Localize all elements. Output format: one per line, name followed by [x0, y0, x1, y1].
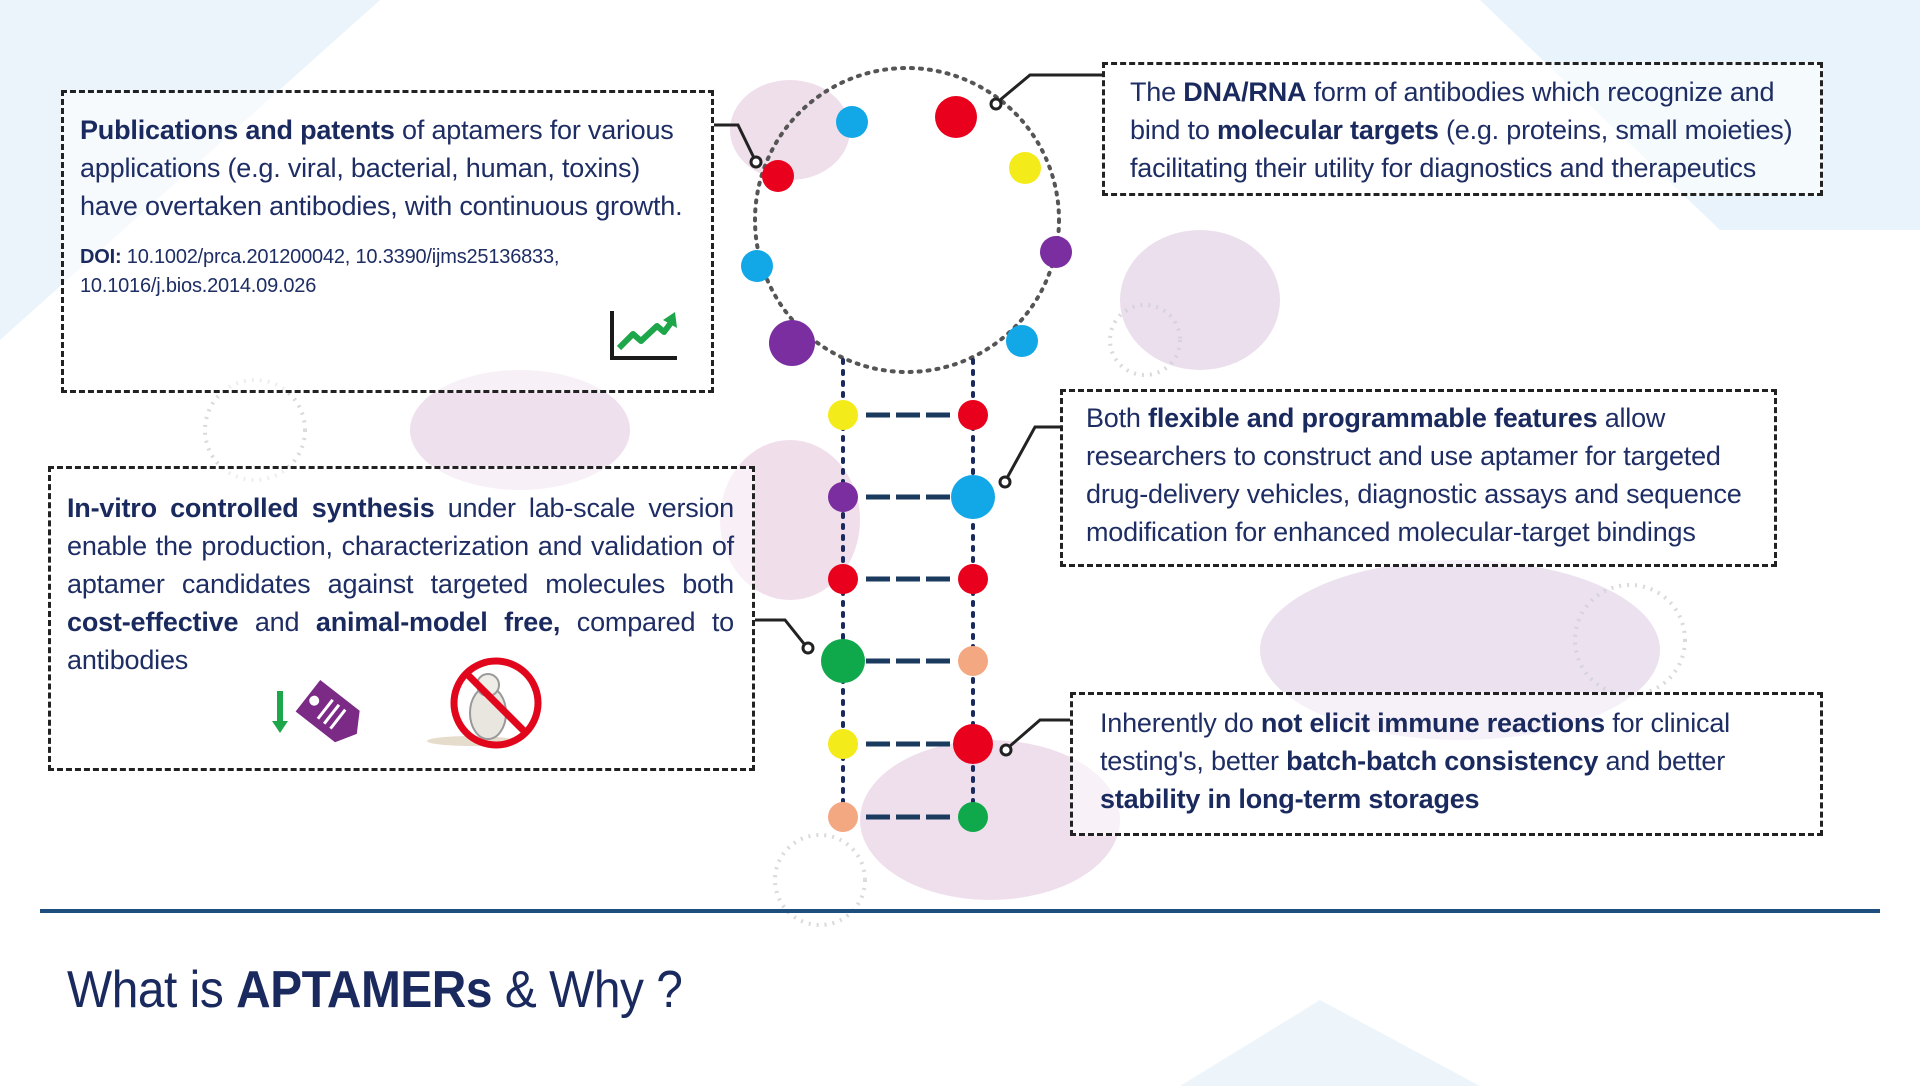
aptamer-beads — [741, 96, 1072, 832]
flexible-features-callout: Both flexible and programmable features … — [1060, 389, 1777, 567]
aptamer-loop-backbone — [753, 66, 1061, 374]
footer-divider — [40, 909, 1880, 913]
stem-bead-red — [828, 564, 858, 594]
invitro-synthesis-callout: In-vitro controlled synthesis under lab-… — [48, 466, 755, 771]
publications-text: Publications and patents of aptamers for… — [80, 115, 683, 221]
doi-references: DOI: 10.1002/prca.201200042, 10.3390/ijm… — [80, 246, 560, 297]
stem-base-pair-bonds — [866, 412, 952, 820]
no-animal-testing-icon — [427, 657, 542, 749]
connector-flexible — [1005, 425, 1060, 479]
stem-bead-peach — [828, 802, 858, 832]
loop-bead-blue — [836, 106, 868, 138]
page-title: What is APTAMERs & Why ? — [67, 961, 683, 1019]
loop-bead-red — [762, 160, 794, 192]
connector-immune-dot — [999, 743, 1013, 757]
stem-bead-green — [821, 639, 865, 683]
growth-chart-icon — [610, 311, 677, 360]
bg-triangle-bottom — [1180, 1000, 1480, 1086]
publications-callout: Publications and patents of aptamers for… — [61, 90, 714, 393]
connector-invitro-dot — [801, 641, 815, 655]
connector-invitro — [755, 618, 807, 646]
flexible-features-text: Both flexible and programmable features … — [1086, 403, 1742, 547]
immune-callout: Inherently do not elicit immune reaction… — [1070, 692, 1823, 836]
loop-bead-red — [935, 96, 977, 138]
dna-rna-callout: The DNA/RNA form of antibodies which rec… — [1102, 62, 1823, 196]
loop-bead-yellow — [1009, 152, 1041, 184]
bg-aptamer-sketches — [203, 303, 1687, 927]
connector-dna-dot — [989, 97, 1003, 111]
stem-bead-red — [958, 400, 988, 430]
stem-bead-red — [958, 564, 988, 594]
stem-bead-purple — [828, 482, 858, 512]
immune-text: Inherently do not elicit immune reaction… — [1100, 708, 1730, 814]
dna-rna-text: The DNA/RNA form of antibodies which rec… — [1130, 77, 1793, 183]
loop-bead-purple — [1040, 236, 1072, 268]
stem-bead-yellow — [828, 400, 858, 430]
stem-bead-red — [953, 724, 993, 764]
price-down-tag-icon — [272, 680, 360, 743]
loop-bead-blue — [741, 250, 773, 282]
loop-bead-purple — [769, 320, 815, 366]
stem-bead-green — [958, 802, 988, 832]
connector-immune — [1009, 718, 1070, 748]
stem-bead-blue — [951, 475, 995, 519]
loop-bead-blue — [1006, 325, 1038, 357]
stem-bead-peach — [958, 646, 988, 676]
connector-publications — [714, 123, 757, 161]
connector-flexible-dot — [998, 475, 1012, 489]
connector-publications-dot — [749, 155, 763, 169]
connector-dna — [999, 73, 1102, 102]
stem-bead-yellow — [828, 729, 858, 759]
invitro-synthesis-text: In-vitro controlled synthesis under lab-… — [67, 493, 734, 675]
